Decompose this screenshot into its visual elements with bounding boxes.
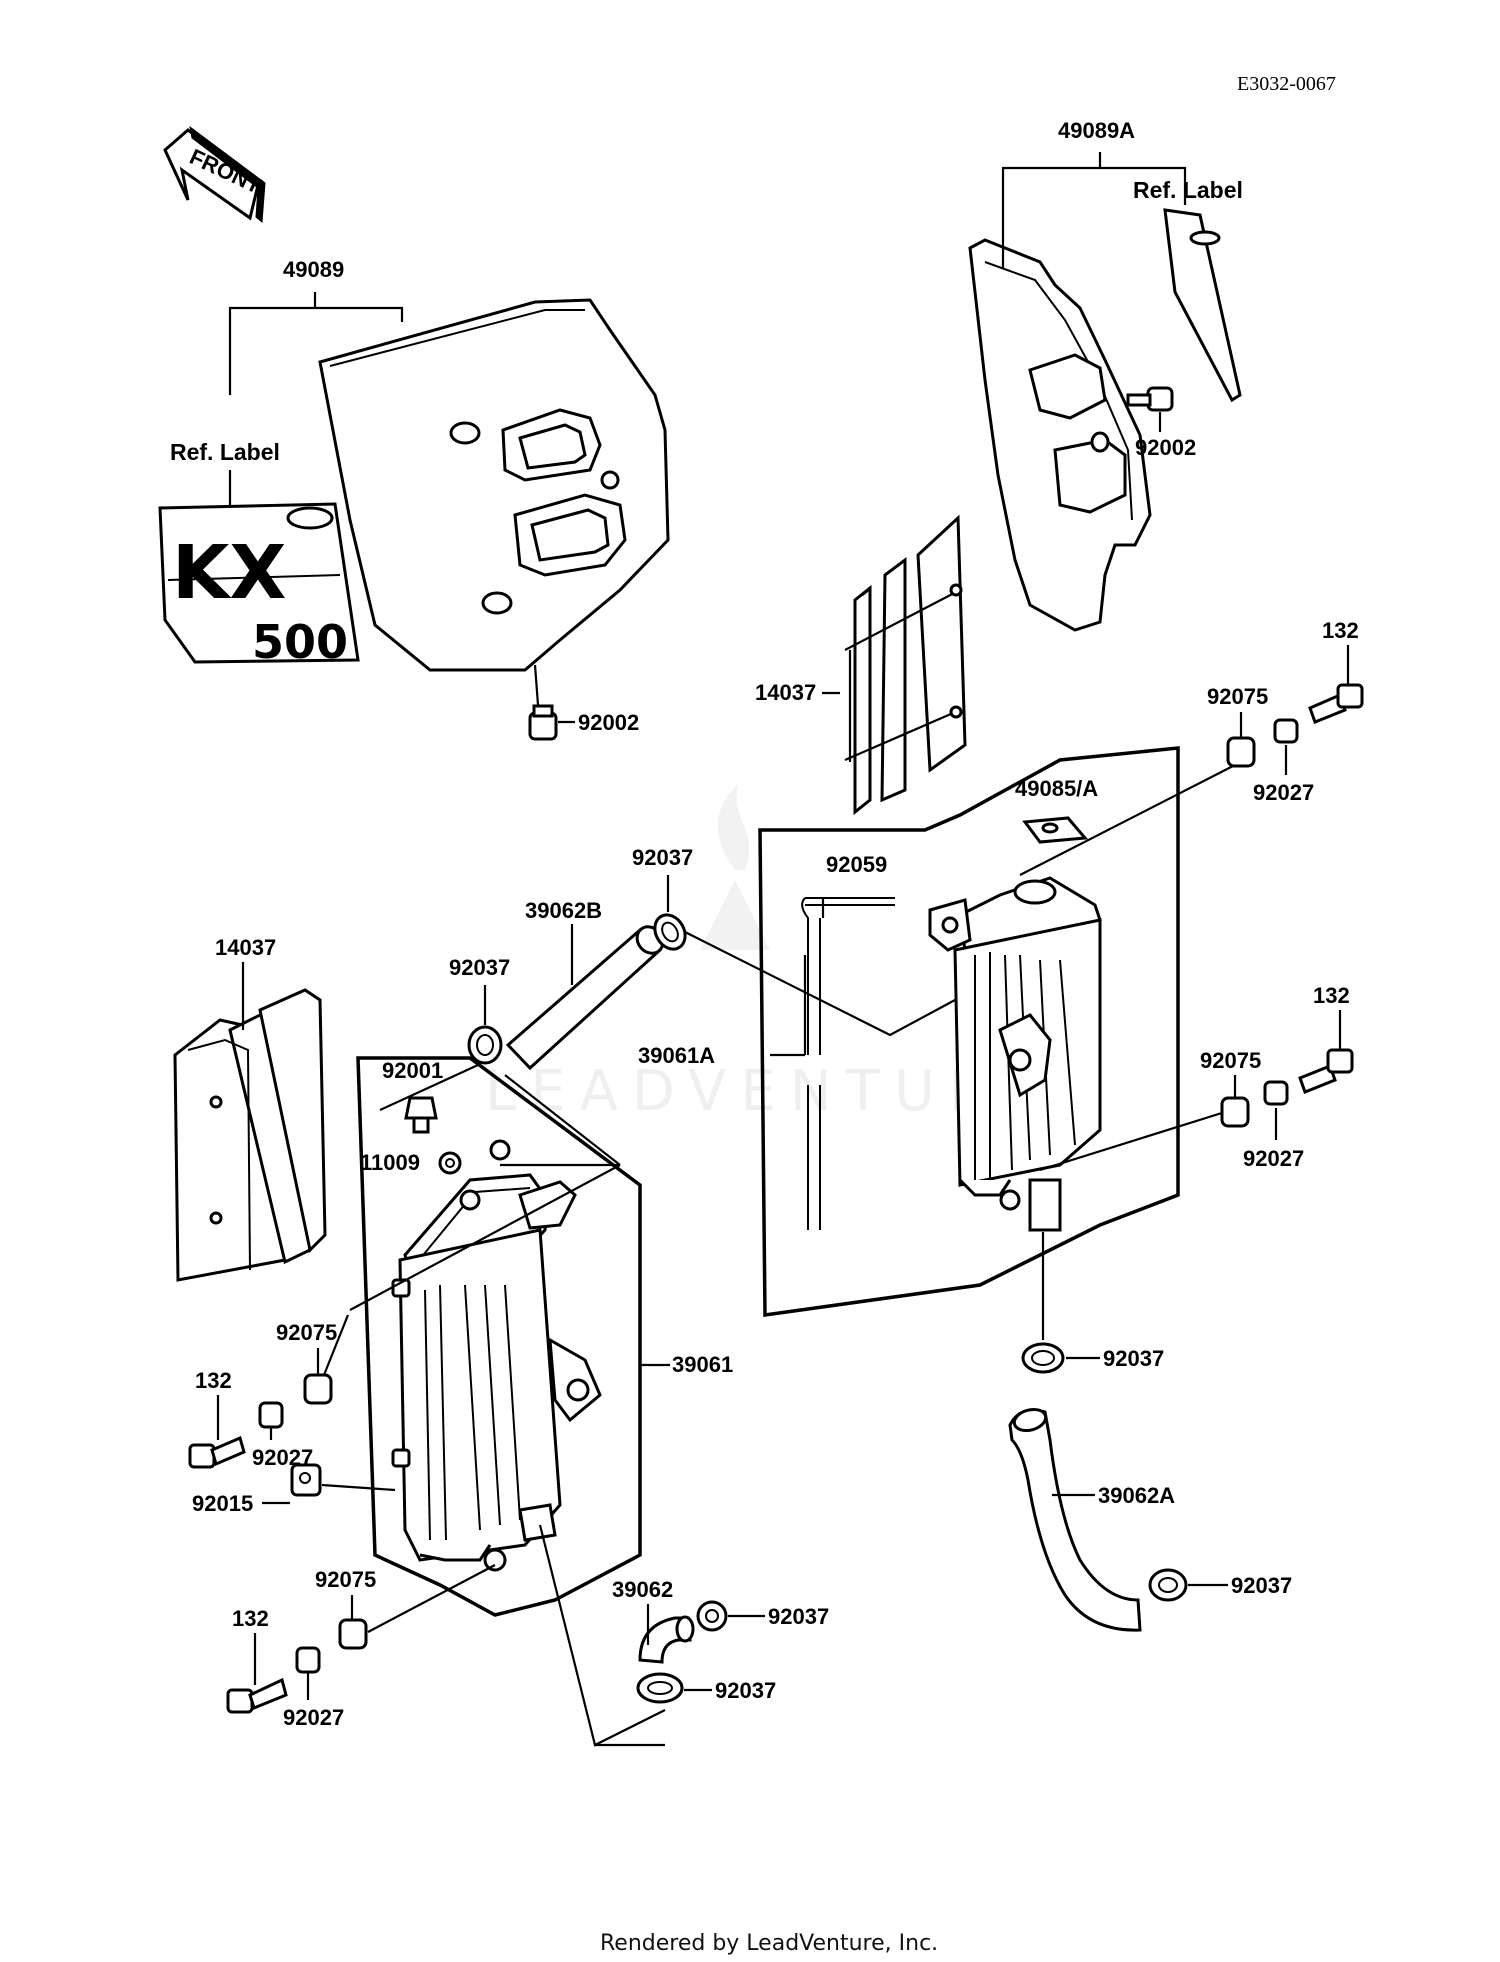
label-92027-l2: 92027 [283,1705,344,1730]
kx-500-decal: KX 500 [158,502,360,669]
clamp-92037-right-bottom[interactable]: 92037 [1148,1568,1292,1602]
grommet-92075-left-upper[interactable]: 92075 [276,1320,337,1405]
label-92015: 92015 [192,1491,253,1516]
hose-39062[interactable]: 39062 [612,1577,695,1664]
clip-92015[interactable]: 92015 [192,1463,396,1516]
radiator-shroud-right[interactable] [968,238,1152,632]
label-132-l1: 132 [195,1368,232,1393]
label-92075-l1: 92075 [276,1320,337,1345]
collar-92027-right-upper[interactable]: 92027 [1253,718,1314,805]
clamp-92037-left-2[interactable]: 92037 [636,1672,776,1704]
label-92075-r1: 92075 [1207,684,1268,709]
label-132-r2: 132 [1313,983,1350,1008]
clamp-92037-b[interactable]: 92037 [449,955,510,1065]
label-92037-b: 92037 [449,955,510,980]
label-14037-left: 14037 [215,935,276,960]
label-92027-r1: 92027 [1253,780,1314,805]
grommet-92075-left-lower[interactable]: 92075 [315,1567,376,1650]
collar-92027-right-lower[interactable]: 92027 [1243,1080,1304,1171]
clamp-92037-right-center[interactable]: 92037 [1021,1232,1164,1374]
collar-92027-left-lower[interactable]: 92027 [283,1646,344,1730]
footer-credit: Rendered by LeadVenture, Inc. [600,1931,938,1956]
diagram-code: E3032-0067 [1237,73,1336,95]
bolt-92002-right[interactable]: 92002 [1126,386,1196,460]
label-39062: 39062 [612,1577,673,1602]
radiator-left[interactable] [391,1139,602,1572]
label-92037-rc: 92037 [1103,1346,1164,1371]
label-92001: 92001 [382,1058,443,1083]
radiator-louver-left[interactable]: 14037 [173,935,327,1282]
breather-hose-92059[interactable]: 92059 [801,852,895,1230]
bolt-132-right-upper[interactable]: 132 [1308,618,1364,724]
label-39061A: 39061A [638,1043,715,1068]
label-49085A: 49085/A [1015,776,1098,801]
label-39062B: 39062B [525,898,602,923]
label-92002-right: 92002 [1135,435,1196,460]
collar-92027-left-upper[interactable]: 92027 [252,1401,313,1470]
bolt-132-left-lower[interactable]: 132 [226,1606,288,1714]
label-92075-l2: 92075 [315,1567,376,1592]
bolt-132-left-upper[interactable]: 132 [188,1368,246,1469]
label-92037-rb: 92037 [1231,1573,1292,1598]
label-132-l2: 132 [232,1606,269,1631]
grommet-92075-right-lower[interactable]: 92075 [1200,1048,1261,1128]
label-49089: 49089 [283,257,344,282]
label-92037-top: 92037 [632,845,693,870]
bolt-92002-left[interactable]: 92002 [528,664,639,741]
decal-model: 500 [252,615,348,669]
bolt-132-right-lower[interactable]: 132 [1298,983,1354,1094]
label-92002-left: 92002 [578,710,639,735]
cap-92001[interactable]: 92001 [382,1058,443,1134]
label-39061: 39061 [672,1352,733,1377]
radiator-shroud-left[interactable] [318,298,670,672]
label-11009: 11009 [360,1150,420,1175]
label-92059: 92059 [826,852,887,877]
label-92037-l1: 92037 [768,1604,829,1629]
plate-49085[interactable]: 49085/A [1015,776,1098,844]
label-92075-r2: 92075 [1200,1048,1261,1073]
label-92037-l2: 92037 [715,1678,776,1703]
label-132-r1: 132 [1322,618,1359,643]
hose-39062A[interactable]: 39062A [1008,1406,1175,1632]
front-arrow-icon: FRONT [163,125,266,224]
decal-brand: KX [172,530,286,616]
grommet-92075-right-upper[interactable]: 92075 [1207,684,1268,768]
radiator-right[interactable] [928,876,1102,1232]
clamp-92037-top[interactable]: 92037 [632,845,693,955]
washer-11009[interactable]: 11009 [360,1150,462,1175]
label-14037-top: 14037 [755,680,816,705]
ref-label-right [1163,208,1242,403]
label-ref-left: Ref. Label [170,439,280,465]
clamp-92037-left-1[interactable]: 92037 [696,1600,829,1632]
label-49089A: 49089A [1058,118,1135,143]
radiator-louver-top[interactable]: 14037 [755,514,967,816]
label-ref-right: Ref. Label [1133,177,1243,203]
label-39062A: 39062A [1098,1483,1175,1508]
label-92027-r2: 92027 [1243,1146,1304,1171]
